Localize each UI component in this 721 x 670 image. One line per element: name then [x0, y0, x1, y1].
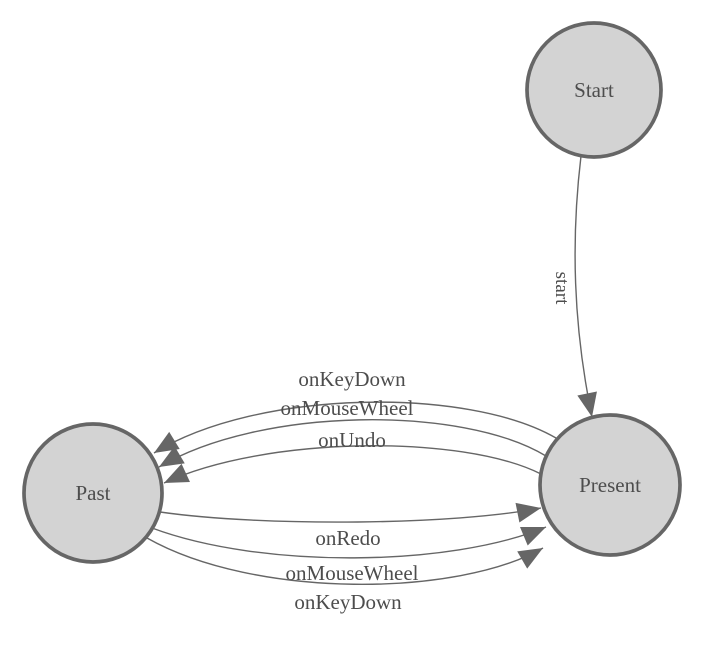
edge-start-to-present: start: [551, 155, 597, 418]
edge-past-to-present-onmousewheel: onMouseWheel: [151, 526, 547, 585]
edge-present-to-past-onundo-label: onUndo: [318, 428, 386, 452]
node-start-label: Start: [574, 78, 614, 102]
edge-start-to-present-label: start: [551, 272, 572, 305]
edge-present-to-past-onkeydown: onKeyDown: [153, 367, 557, 454]
node-start-circle[interactable]: [525, 21, 663, 159]
edge-present-to-past-onmousewheel: onMouseWheel: [158, 396, 547, 468]
node-past-label: Past: [75, 481, 110, 505]
edge-past-to-present-onmousewheel-label: onMouseWheel: [286, 561, 419, 585]
node-present-circle[interactable]: [538, 413, 682, 557]
edge-past-to-present-onredo-path[interactable]: [159, 502, 542, 523]
edge-past-to-present-onredo-label: onRedo: [315, 526, 380, 550]
edge-present-to-past-onkeydown-path[interactable]: [153, 401, 557, 454]
edge-present-to-past-onundo-path[interactable]: [163, 445, 542, 484]
edge-present-to-past-onundo: onUndo: [163, 428, 542, 484]
edge-present-to-past-onkeydown-label: onKeyDown: [298, 367, 406, 391]
edge-past-to-present-onredo: onRedo: [159, 502, 542, 550]
edge-past-to-present-onkeydown: onKeyDown: [146, 537, 544, 614]
edge-past-to-present-onkeydown-label: onKeyDown: [294, 590, 402, 614]
edge-start-to-present-path[interactable]: [574, 155, 597, 418]
edge-present-to-past-onmousewheel-path[interactable]: [158, 419, 547, 468]
node-past-circle[interactable]: [22, 422, 164, 564]
edge-past-to-present-onkeydown-path[interactable]: [146, 537, 544, 585]
edge-present-to-past-onmousewheel-label: onMouseWheel: [281, 396, 414, 420]
node-past: Past: [22, 422, 164, 564]
node-present-label: Present: [579, 473, 641, 497]
node-start: Start: [525, 21, 663, 159]
edge-past-to-present-onmousewheel-path[interactable]: [151, 526, 547, 559]
node-present: Present: [538, 413, 682, 557]
